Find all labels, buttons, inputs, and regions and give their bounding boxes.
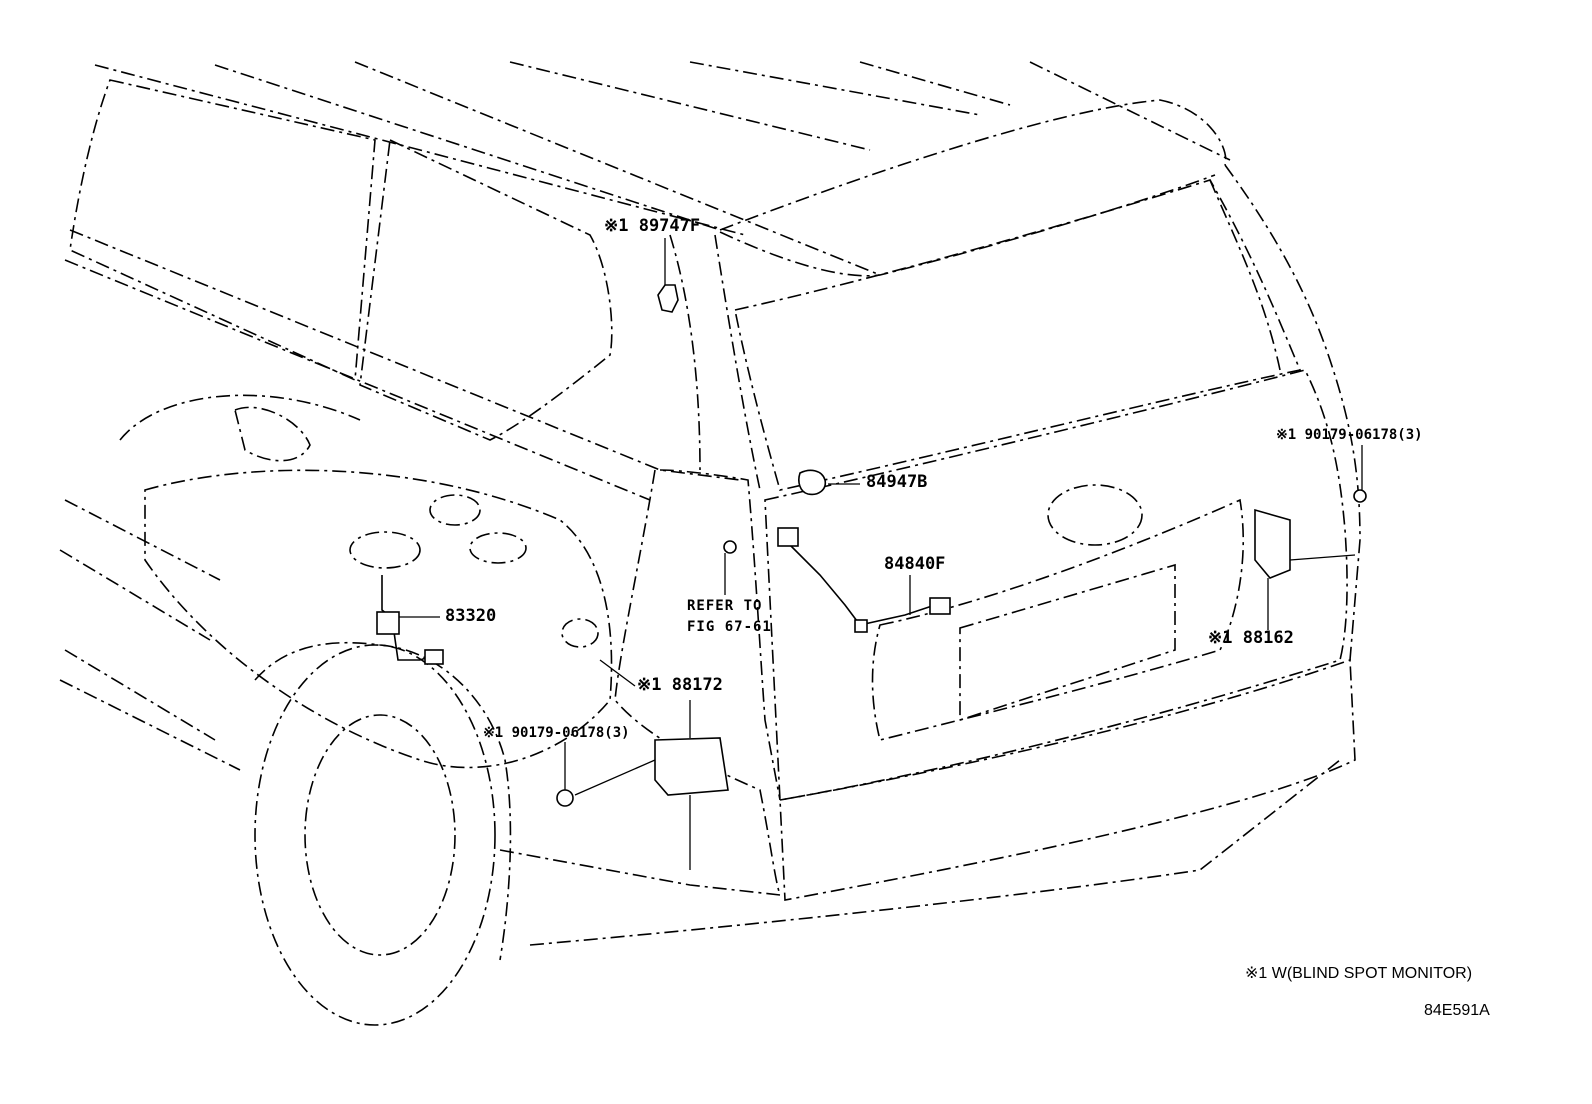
rocker-upper [64,499,221,581]
part-88162-sensor [1254,508,1291,579]
side-window-rear [359,138,613,441]
part-88172-ecu [654,737,729,796]
fuel-tank [144,469,613,769]
harness-83320 [381,575,436,661]
fuel-filler [234,406,311,462]
figure-code: 84E591A [1424,1002,1490,1019]
right-quarter-inner [1209,179,1281,371]
right-quarter [1224,164,1361,661]
side-body-top [69,229,741,481]
tank-cap-2 [469,532,527,564]
d-pillar-left [714,234,761,491]
label-89747F: ※1 89747F [604,216,701,236]
rocker-mid [59,549,211,641]
label-90179-right: ※1 90179-06178(3) [1276,427,1423,443]
part-84840F-clip [854,619,868,633]
wheel-arch [119,394,361,441]
roof-line-3 [354,61,881,276]
side-lower-edge [499,849,781,896]
label-84840F: 84840F [884,554,946,574]
emblem [1047,484,1143,546]
refer-text-line1: REFER TO [687,598,763,614]
part-nut-refer [723,540,737,554]
tank-cap-3 [349,531,421,569]
part-83320-connector [376,611,400,635]
roof-line-1 [94,64,746,236]
quarter-inner-edge [659,469,781,801]
roof-line-2 [214,64,721,231]
leader-ecu-nut [574,759,656,796]
label-88172: ※1 88172 [637,675,723,695]
leader-88162-b [1289,554,1356,561]
tank-cap-1 [429,494,481,526]
refer-text-line2: FIG 67-61 [687,619,772,635]
roof-line-7 [1029,61,1231,161]
tail-light-socket [561,618,599,648]
roof-line-4 [509,61,871,151]
sill-edge [59,679,241,771]
tire-side [254,641,512,961]
label-84947B: 84947B [866,472,928,492]
rear-fender [614,469,781,896]
roof-spoiler [719,174,1216,277]
part-84840F-end [777,527,799,547]
part-89747F [657,284,679,313]
tire-outer [254,644,496,1026]
leader-88172 [599,659,636,687]
license-plate-area [959,563,1176,722]
part-84947B [798,469,827,496]
part-90179-left-nut [556,789,574,807]
tailgate-outline [764,369,1348,801]
rocker-lower [64,649,216,741]
part-83320-sender [424,649,444,665]
tire-inner [304,714,456,956]
roof-line-5 [689,61,981,116]
roof-line-6 [859,61,1011,106]
legend-note: ※1 W(BLIND SPOT MONITOR) [1245,965,1473,982]
license-garnish [871,498,1245,741]
side-body-belt [64,259,651,501]
part-90179-right-nut [1353,489,1367,503]
harness-84840F [784,539,936,626]
label-83320: 83320 [445,606,497,626]
side-window-mid [69,79,376,382]
rear-bumper-upper [779,658,1356,901]
label-88162: ※1 88162 [1208,628,1294,648]
c-pillar [669,234,701,471]
roof-rear-edge [719,99,1227,231]
part-84840F-connector [929,597,951,615]
label-90179-left: ※1 90179-06178(3) [483,725,630,741]
rear-bumper-lower [529,759,1341,946]
rear-glass [734,179,1302,491]
